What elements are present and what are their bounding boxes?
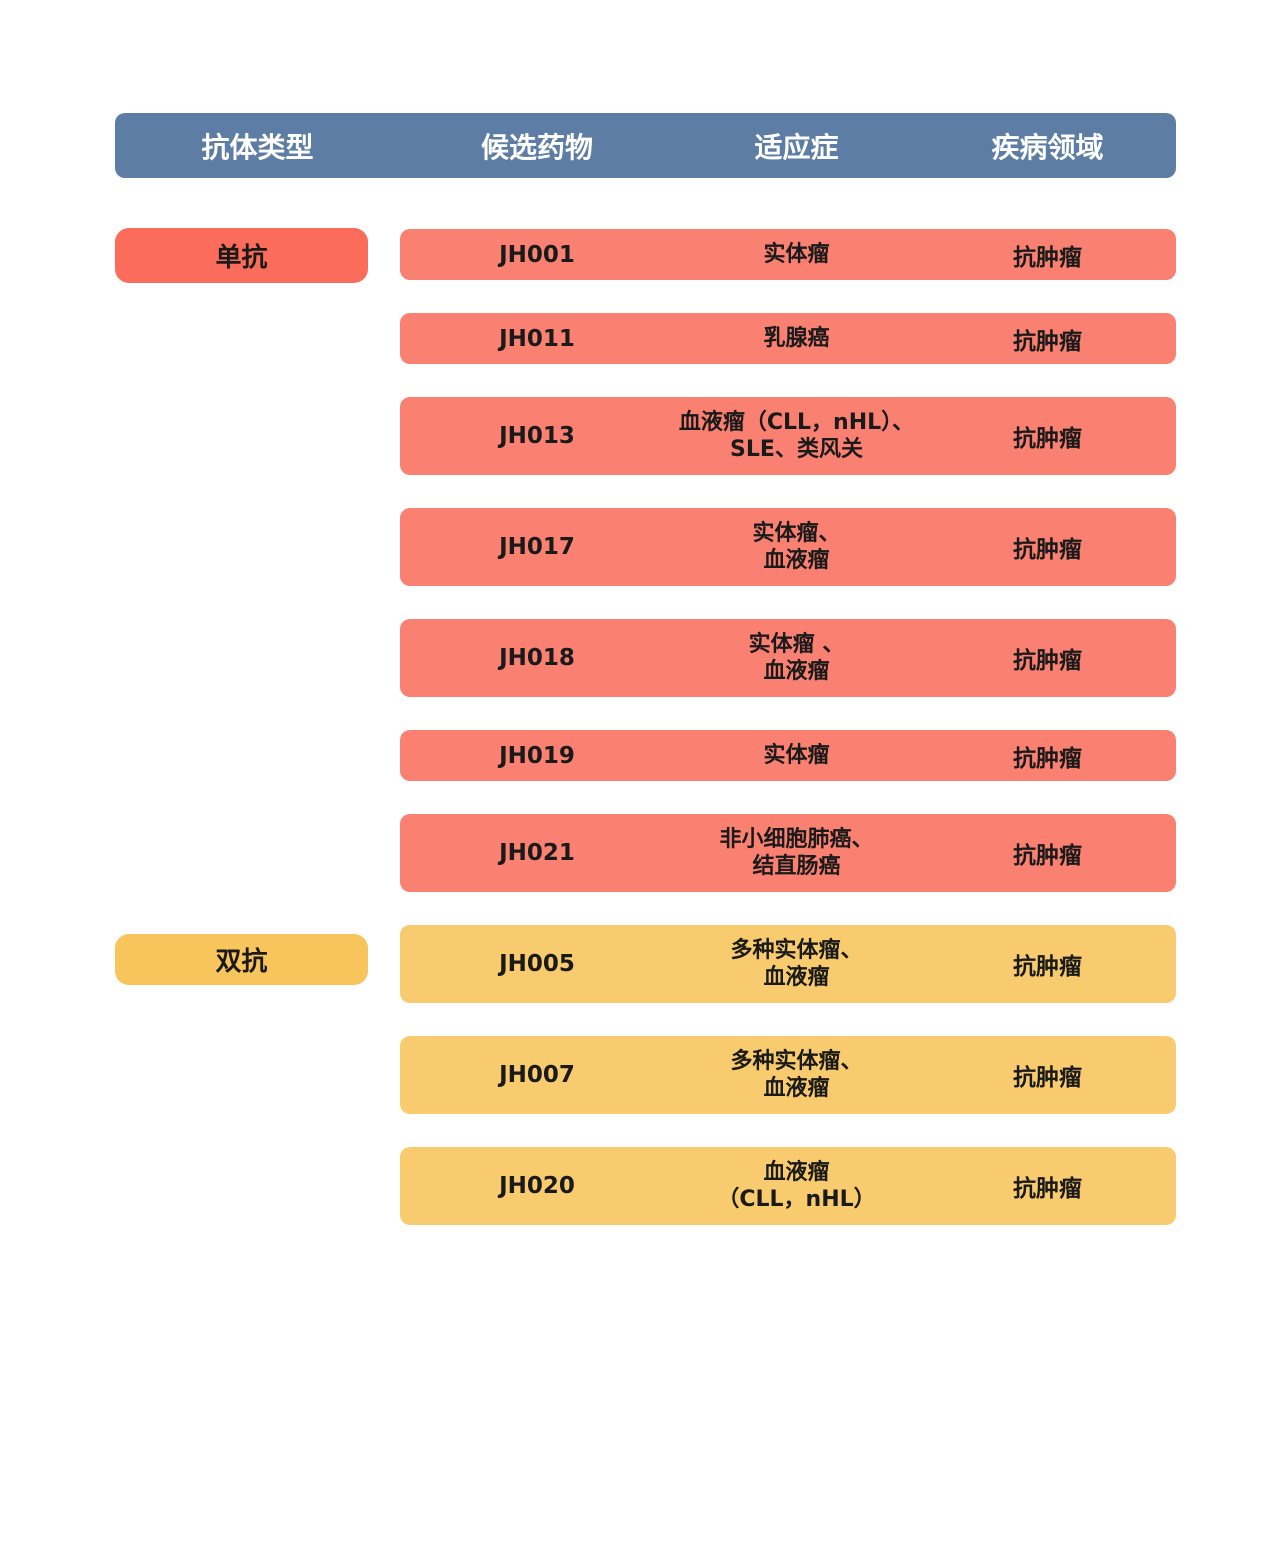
table-row: JH018 实体瘤 、血液瘤 抗肿瘤 <box>400 619 1176 697</box>
disease-area: 抗肿瘤 <box>1013 537 1082 563</box>
table-row: JH007 多种实体瘤、血液瘤 抗肿瘤 <box>400 1036 1176 1114</box>
indication: 血液瘤（CLL，nHL） <box>674 1159 919 1213</box>
header-col-indication: 适应症 <box>754 130 839 164</box>
indication: 乳腺癌 <box>674 325 919 352</box>
indication: 实体瘤 <box>674 742 919 769</box>
indication-line: 血液瘤 <box>763 965 830 990</box>
disease-area: 抗肿瘤 <box>1013 328 1082 355</box>
indication-line: 血液瘤（CLL，nHL）、 <box>678 410 915 435</box>
indication: 实体瘤 、血液瘤 <box>674 631 919 685</box>
header-col-antibody-type: 抗体类型 <box>201 130 314 164</box>
indication-line: 实体瘤、 <box>752 521 841 546</box>
indication-line: 实体瘤 <box>763 242 830 267</box>
drug-code: JH011 <box>499 325 575 352</box>
table-row: JH001 实体瘤 抗肿瘤 <box>400 229 1176 280</box>
indication-line: 实体瘤 <box>763 743 830 768</box>
rows-container: JH001 实体瘤 抗肿瘤 JH011 乳腺癌 抗肿瘤 JH013 血液瘤（CL… <box>400 229 1176 1225</box>
table-row: JH017 实体瘤、血液瘤 抗肿瘤 <box>400 508 1176 586</box>
disease-area: 抗肿瘤 <box>1013 1176 1082 1202</box>
drug-code: JH001 <box>499 241 575 268</box>
header-col-candidate-drug: 候选药物 <box>480 130 593 164</box>
indication-line: 非小细胞肺癌、 <box>719 827 874 852</box>
antibody-type-badge-mono: 单抗 <box>115 228 368 283</box>
indication-line: 多种实体瘤、 <box>730 938 863 963</box>
disease-area: 抗肿瘤 <box>1013 1065 1082 1091</box>
drug-code: JH018 <box>499 645 575 671</box>
indication: 实体瘤、血液瘤 <box>674 520 919 574</box>
table-header: 抗体类型 候选药物 适应症 疾病领域 <box>115 113 1176 178</box>
table-row: JH019 实体瘤 抗肿瘤 <box>400 730 1176 781</box>
indication-line: 乳腺癌 <box>763 326 830 351</box>
indication: 多种实体瘤、血液瘤 <box>674 937 919 991</box>
indication: 多种实体瘤、血液瘤 <box>674 1048 919 1102</box>
header-col-disease-area: 疾病领域 <box>991 130 1104 164</box>
table-row: JH021 非小细胞肺癌、结直肠癌 抗肿瘤 <box>400 814 1176 892</box>
antibody-type-badge-bi: 双抗 <box>115 934 368 985</box>
indication-line: 实体瘤 、 <box>748 632 845 657</box>
disease-area: 抗肿瘤 <box>1013 843 1082 869</box>
indication-line: 血液瘤 <box>763 1076 830 1101</box>
disease-area: 抗肿瘤 <box>1013 648 1082 674</box>
drug-code: JH017 <box>499 534 575 560</box>
drug-code: JH005 <box>499 951 575 977</box>
indication-line: 多种实体瘤、 <box>730 1049 863 1074</box>
table-row: JH013 血液瘤（CLL，nHL）、SLE、类风关 抗肿瘤 <box>400 397 1176 475</box>
indication-line: 血液瘤 <box>763 1160 830 1185</box>
indication: 血液瘤（CLL，nHL）、SLE、类风关 <box>674 409 919 463</box>
indication-line: 结直肠癌 <box>752 854 841 879</box>
disease-area: 抗肿瘤 <box>1013 745 1082 772</box>
disease-area: 抗肿瘤 <box>1013 426 1082 452</box>
drug-code: JH021 <box>499 840 575 866</box>
disease-area: 抗肿瘤 <box>1013 244 1082 271</box>
table-row: JH020 血液瘤（CLL，nHL） 抗肿瘤 <box>400 1147 1176 1225</box>
indication: 非小细胞肺癌、结直肠癌 <box>674 826 919 880</box>
drug-code: JH013 <box>499 423 575 449</box>
indication-line: （CLL，nHL） <box>717 1187 876 1212</box>
drug-code: JH019 <box>499 742 575 769</box>
indication-line: 血液瘤 <box>763 659 830 684</box>
indication-line: 血液瘤 <box>763 548 830 573</box>
indication-line: SLE、类风关 <box>730 437 863 462</box>
drug-code: JH007 <box>499 1062 575 1088</box>
table-row: JH011 乳腺癌 抗肿瘤 <box>400 313 1176 364</box>
table-row: JH005 多种实体瘤、血液瘤 抗肿瘤 <box>400 925 1176 1003</box>
drug-code: JH020 <box>499 1173 575 1199</box>
disease-area: 抗肿瘤 <box>1013 954 1082 980</box>
indication: 实体瘤 <box>674 241 919 268</box>
